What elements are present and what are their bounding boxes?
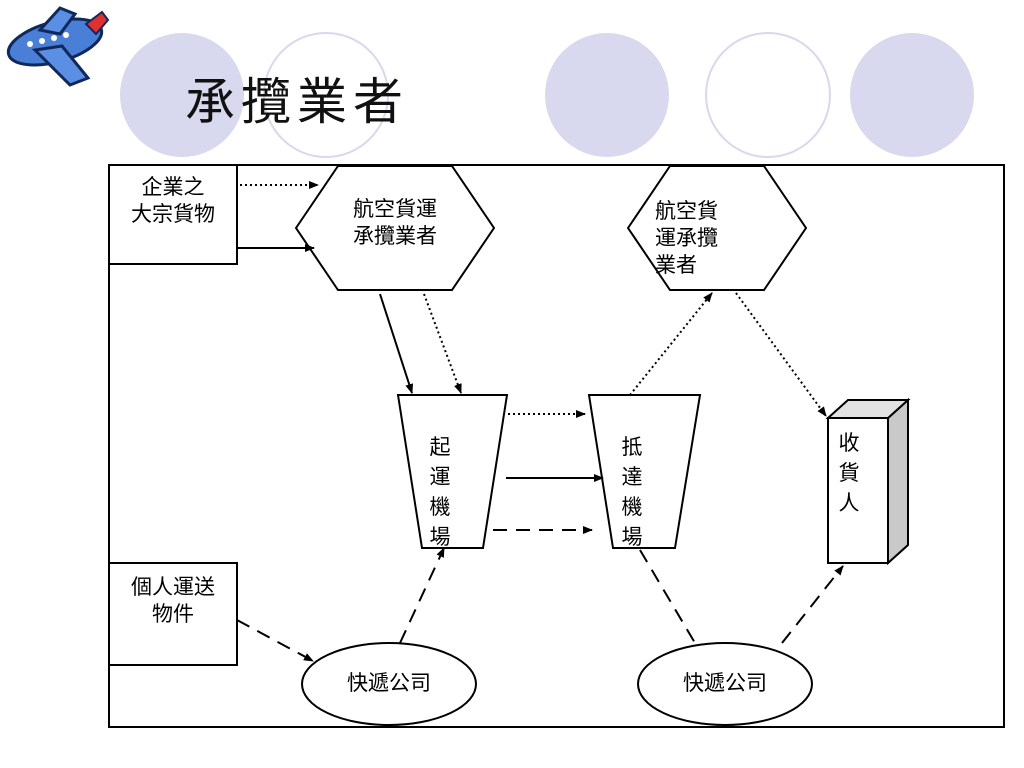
dest-airport-trapezoid <box>587 394 702 549</box>
courier-dest-ellipse <box>637 642 813 726</box>
arrow-forwarder-to-origin-airport-solid <box>379 293 414 394</box>
forwarder-dest-hexagon <box>626 165 808 291</box>
decor-circle-4 <box>705 32 831 158</box>
decor-circle-1 <box>120 33 244 157</box>
courier-dest-label: 快遞公司 <box>683 671 767 695</box>
decor-circle-2 <box>263 32 389 158</box>
forwarder-origin-hexagon <box>294 165 496 291</box>
consignee-label: 收 貨 人 <box>838 431 860 515</box>
decor-circle-5 <box>850 33 974 157</box>
consignee-box <box>825 397 911 566</box>
arrow-forwarder-to-consignee-dotted <box>735 292 827 417</box>
arrow-dest-airport-to-forwarder-dotted <box>629 292 713 396</box>
origin-airport-trapezoid <box>396 394 509 549</box>
origin-airport-label: 起 運 機 場 <box>429 435 451 549</box>
slide-title: 承攬業者 <box>185 73 409 131</box>
arrow-courier-to-consignee-dashed <box>781 565 844 644</box>
airplane-icon <box>6 6 110 87</box>
arrow-dest-airport-to-courier-dashed <box>639 549 696 644</box>
arrow-personal-to-courier-dashed <box>236 619 314 662</box>
bulk-goods-label: 企業之 大宗貨物 <box>131 175 215 226</box>
forwarder-dest-label: 航空貨 運承攬 業者 <box>655 199 718 277</box>
courier-origin-ellipse <box>301 642 477 726</box>
dest-airport-label: 抵 達 機 場 <box>621 435 643 549</box>
bulk-goods-box <box>108 164 238 265</box>
courier-origin-label: 快遞公司 <box>347 671 431 695</box>
decor-circle-3 <box>545 33 669 157</box>
arrow-courier-to-origin-airport-dashed <box>399 547 445 644</box>
forwarder-origin-label: 航空貨運 承攬業者 <box>353 197 437 248</box>
personal-items-label: 個人運送 物件 <box>131 575 215 626</box>
personal-items-box <box>108 562 238 666</box>
